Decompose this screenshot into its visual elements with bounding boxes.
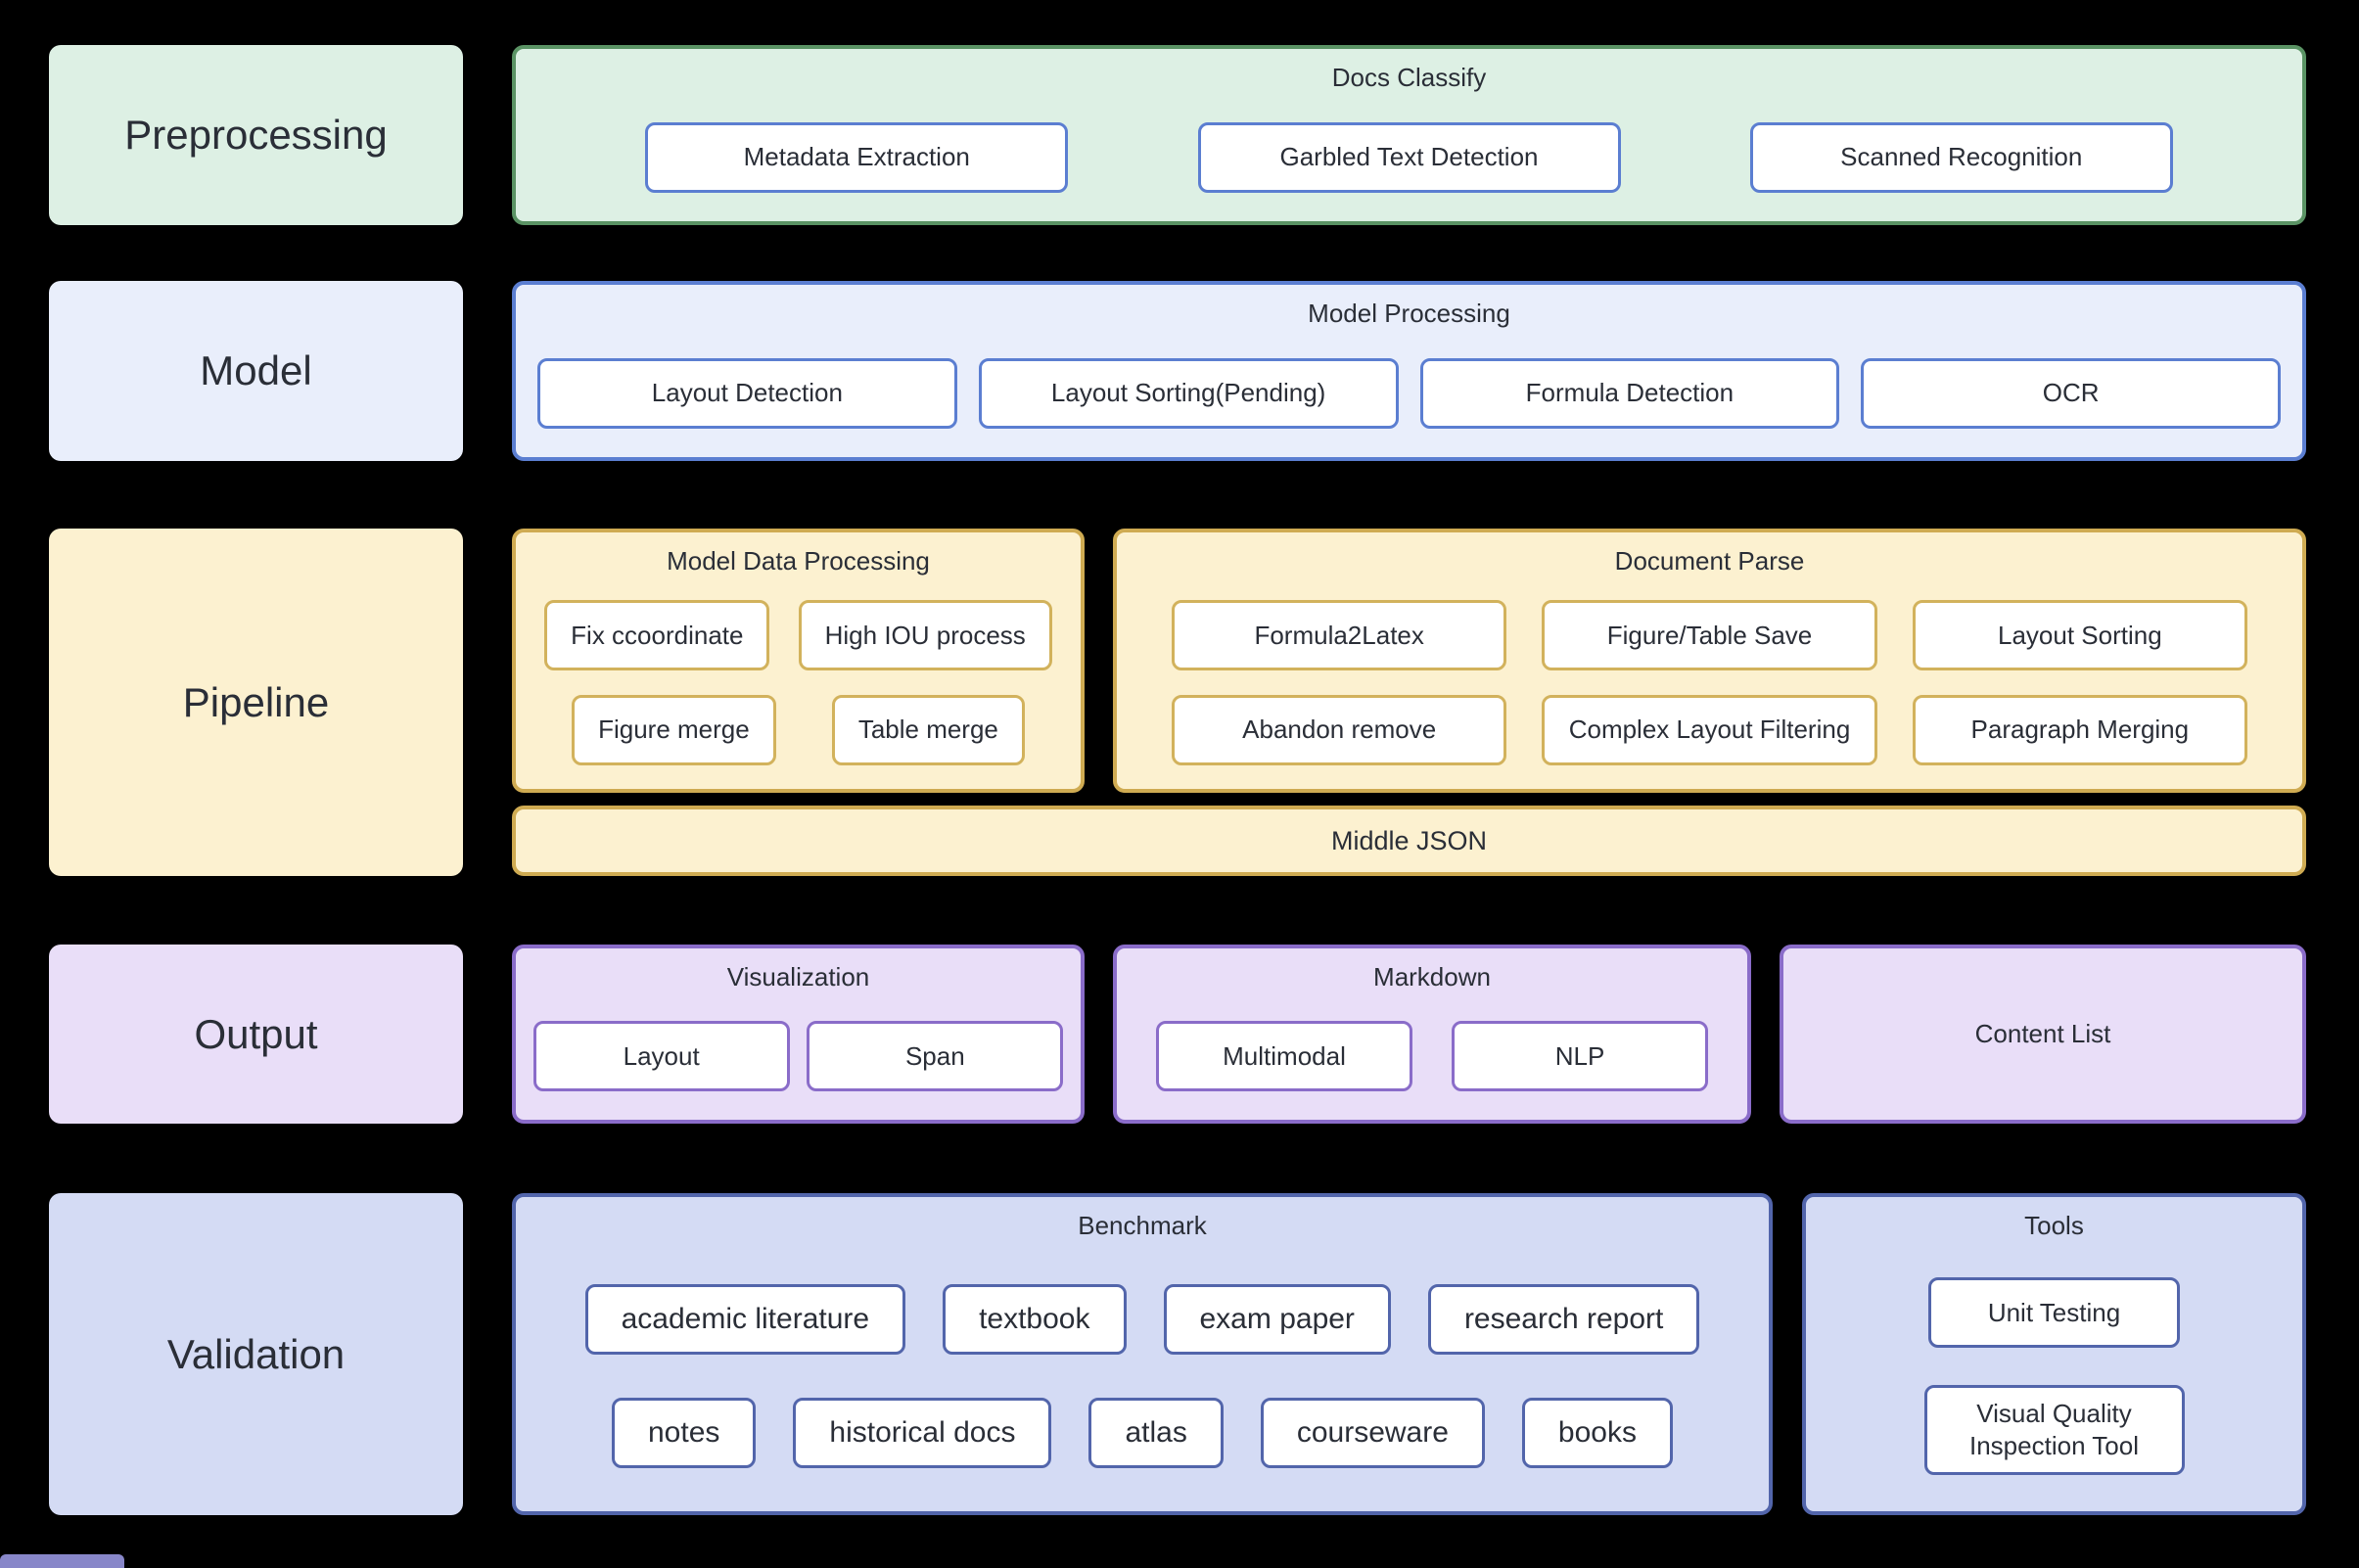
group-title: Markdown bbox=[1373, 962, 1491, 992]
node-unit-testing: Unit Testing bbox=[1928, 1277, 2180, 1349]
node-formula-detection: Formula Detection bbox=[1419, 357, 1840, 429]
stage-row-output: Output Visualization Layout Span Markdow… bbox=[49, 945, 2306, 1124]
stage-row-validation: Validation Benchmark academic literature… bbox=[49, 1193, 2306, 1515]
node-metadata-extraction: Metadata Extraction bbox=[645, 121, 1069, 193]
group-model-processing: Model Processing Layout Detection Layout… bbox=[512, 281, 2306, 461]
group-items: Fix ccoordinate High IOU process Figure … bbox=[516, 576, 1081, 789]
group-items: Layout Detection Layout Sorting(Pending)… bbox=[516, 329, 2302, 457]
node-garbled-text-detection: Garbled Text Detection bbox=[1197, 121, 1621, 193]
node-span: Span bbox=[807, 1021, 1064, 1092]
stage-row-preprocessing: Preprocessing Docs Classify Metadata Ext… bbox=[49, 45, 2306, 225]
node-abandon-remove: Abandon remove bbox=[1172, 694, 1507, 765]
node-courseware: courseware bbox=[1260, 1398, 1485, 1469]
node-complex-layout-filtering: Complex Layout Filtering bbox=[1542, 694, 1877, 765]
group-items: Unit Testing Visual Quality Inspection T… bbox=[1806, 1241, 2302, 1511]
group-markdown: Markdown Multimodal NLP bbox=[1113, 945, 1751, 1124]
node-scanned-recognition: Scanned Recognition bbox=[1749, 121, 2173, 193]
grid-row: notes historical docs atlas courseware b… bbox=[516, 1398, 1769, 1469]
node-textbook: textbook bbox=[943, 1284, 1127, 1356]
group-document-parse: Document Parse Formula2Latex Figure/Tabl… bbox=[1113, 529, 2306, 793]
stage-row-pipeline: Pipeline Model Data Processing Fix ccoor… bbox=[49, 529, 2306, 876]
group-docs-classify: Docs Classify Metadata Extraction Garble… bbox=[512, 45, 2306, 225]
node-atlas: atlas bbox=[1088, 1398, 1224, 1469]
node-figure-merge: Figure merge bbox=[572, 694, 776, 765]
group-title: Model Processing bbox=[1308, 299, 1510, 328]
diagram-canvas: Preprocessing Docs Classify Metadata Ext… bbox=[49, 45, 2306, 1568]
group-items: Metadata Extraction Garbled Text Detecti… bbox=[516, 93, 2302, 221]
group-title: Benchmark bbox=[1078, 1211, 1207, 1240]
node-figure-table-save: Figure/Table Save bbox=[1542, 600, 1877, 671]
group-title: Docs Classify bbox=[1331, 63, 1487, 92]
group-items: Multimodal NLP bbox=[1117, 992, 1747, 1120]
group-title: Content List bbox=[1974, 1018, 2111, 1048]
node-notes: notes bbox=[612, 1398, 757, 1469]
node-academic-literature: academic literature bbox=[584, 1284, 906, 1356]
node-historical-docs: historical docs bbox=[793, 1398, 1052, 1469]
stage-content-preprocessing: Docs Classify Metadata Extraction Garble… bbox=[512, 45, 2306, 225]
node-ocr: OCR bbox=[1861, 357, 2281, 429]
grid-row: Figure merge Table merge bbox=[516, 694, 1081, 765]
stage-label-preprocessing: Preprocessing bbox=[49, 45, 463, 225]
node-table-merge: Table merge bbox=[831, 694, 1025, 765]
grid-row: Fix ccoordinate High IOU process bbox=[516, 600, 1081, 671]
node-layout-sorting-pending: Layout Sorting(Pending) bbox=[978, 357, 1399, 429]
grid-row: academic literature textbook exam paper … bbox=[516, 1284, 1769, 1356]
stage-label-model: Model bbox=[49, 281, 463, 461]
group-items: academic literature textbook exam paper … bbox=[516, 1241, 1769, 1511]
stage-content-output: Visualization Layout Span Markdown Multi… bbox=[512, 945, 2306, 1124]
group-title: Tools bbox=[2024, 1211, 2084, 1240]
group-model-data-processing: Model Data Processing Fix ccoordinate Hi… bbox=[512, 529, 1085, 793]
group-title: Visualization bbox=[726, 962, 870, 992]
group-content-list: Content List bbox=[1780, 945, 2306, 1124]
node-layout: Layout bbox=[532, 1021, 790, 1092]
group-items: Layout Span bbox=[516, 992, 1081, 1120]
stage-label-output: Output bbox=[49, 945, 463, 1124]
node-high-iou-process: High IOU process bbox=[798, 600, 1052, 671]
grid-row: Abandon remove Complex Layout Filtering … bbox=[1117, 694, 2302, 765]
group-title: Model Data Processing bbox=[667, 546, 930, 576]
stage-label-pipeline: Pipeline bbox=[49, 529, 463, 876]
group-title: Document Parse bbox=[1614, 546, 1805, 576]
node-layout-sorting: Layout Sorting bbox=[1912, 600, 2247, 671]
group-tools: Tools Unit Testing Visual Quality Inspec… bbox=[1802, 1193, 2306, 1515]
pipeline-groups: Model Data Processing Fix ccoordinate Hi… bbox=[512, 529, 2306, 793]
node-multimodal: Multimodal bbox=[1156, 1021, 1412, 1092]
node-visual-quality-inspection-tool: Visual Quality Inspection Tool bbox=[1923, 1384, 2185, 1475]
stage-content-validation: Benchmark academic literature textbook e… bbox=[512, 1193, 2306, 1515]
node-nlp: NLP bbox=[1452, 1021, 1708, 1092]
node-paragraph-merging: Paragraph Merging bbox=[1912, 694, 2247, 765]
stage-content-model: Model Processing Layout Detection Layout… bbox=[512, 281, 2306, 461]
group-items: Formula2Latex Figure/Table Save Layout S… bbox=[1117, 576, 2302, 789]
grid-row: Formula2Latex Figure/Table Save Layout S… bbox=[1117, 600, 2302, 671]
group-visualization: Visualization Layout Span bbox=[512, 945, 1085, 1124]
stage-label-validation: Validation bbox=[49, 1193, 463, 1515]
group-benchmark: Benchmark academic literature textbook e… bbox=[512, 1193, 1773, 1515]
node-formula2latex: Formula2Latex bbox=[1172, 600, 1507, 671]
node-exam-paper: exam paper bbox=[1163, 1284, 1391, 1356]
node-layout-detection: Layout Detection bbox=[537, 357, 957, 429]
node-fix-ccoordinate: Fix ccoordinate bbox=[544, 600, 770, 671]
stage-content-pipeline: Model Data Processing Fix ccoordinate Hi… bbox=[512, 529, 2306, 876]
node-books: books bbox=[1521, 1398, 1673, 1469]
bottom-left-artifact bbox=[0, 1554, 124, 1568]
middle-json-bar: Middle JSON bbox=[512, 806, 2306, 876]
stage-row-model: Model Model Processing Layout Detection … bbox=[49, 281, 2306, 461]
node-research-report: research report bbox=[1427, 1284, 1700, 1356]
